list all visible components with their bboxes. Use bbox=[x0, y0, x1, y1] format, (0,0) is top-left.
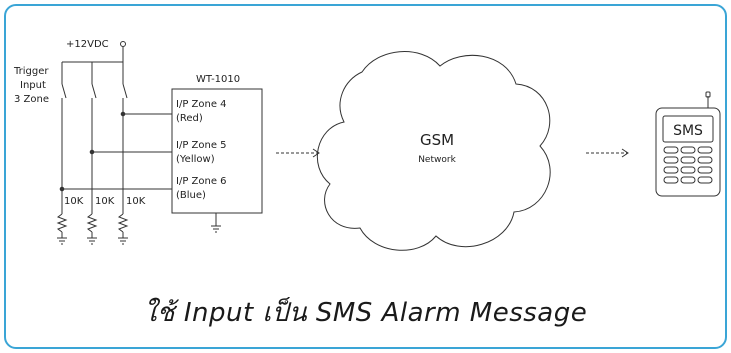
zone-4-color: (Red) bbox=[176, 113, 203, 124]
resistor-label-3: 10K bbox=[126, 196, 146, 207]
zone-5-label: I/P Zone 5 bbox=[176, 140, 227, 151]
mobile-phone-icon: SMS bbox=[655, 91, 721, 197]
switch-3 bbox=[122, 83, 128, 99]
switch-2 bbox=[91, 83, 97, 99]
arrow-to-phone bbox=[586, 148, 629, 158]
gsm-cloud bbox=[316, 51, 551, 251]
trigger-label-2: Input bbox=[20, 80, 46, 91]
arrow-to-network bbox=[276, 148, 320, 158]
supply-terminal bbox=[120, 41, 126, 47]
zone-circuit-2 bbox=[86, 62, 98, 245]
phone-key bbox=[663, 146, 679, 154]
trigger-label-3: 3 Zone bbox=[14, 94, 49, 105]
zone-5-color: (Yellow) bbox=[176, 154, 215, 165]
cloud-subtitle: Network bbox=[418, 155, 456, 165]
resistor-label-2: 10K bbox=[95, 196, 115, 207]
trigger-label-1: Trigger bbox=[13, 66, 49, 77]
zone-4-label: I/P Zone 4 bbox=[176, 99, 227, 110]
cloud-title: GSM bbox=[420, 131, 454, 149]
zone-6-color: (Blue) bbox=[176, 190, 206, 201]
supply-label: +12VDC bbox=[66, 39, 109, 50]
phone-screen-text: SMS bbox=[673, 123, 703, 139]
device-box bbox=[171, 88, 263, 214]
device-title: WT-1010 bbox=[196, 74, 240, 85]
zone-circuit-1 bbox=[56, 62, 68, 245]
caption: ใช้ Input เป็น SMS Alarm Message bbox=[143, 298, 588, 328]
resistor-label-1: 10K bbox=[64, 196, 84, 207]
zone-6-label: I/P Zone 6 bbox=[176, 176, 227, 187]
zone-circuit-3 bbox=[117, 62, 129, 245]
rounded-frame bbox=[4, 4, 727, 349]
phone-screen bbox=[662, 115, 714, 143]
switch-1 bbox=[61, 83, 67, 99]
